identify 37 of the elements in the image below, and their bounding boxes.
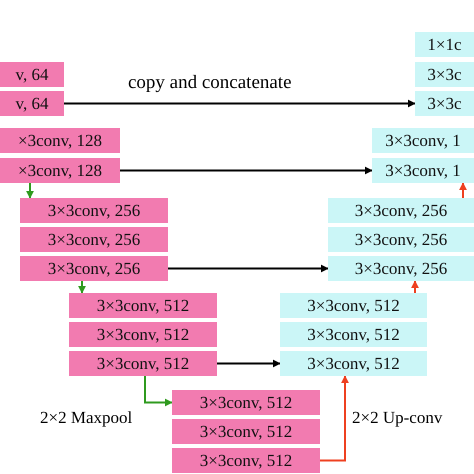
- arrow: [64, 100, 416, 108]
- encoder-layer-box: v, 64: [0, 62, 64, 87]
- edge-label: copy and concatenate: [128, 73, 292, 94]
- encoder-layer-box: 3×3conv, 512: [69, 351, 217, 376]
- decoder-layer-box: 3×3conv, 512: [280, 322, 427, 347]
- decoder-layer-box: 3×3conv, 512: [280, 351, 427, 376]
- decoder-layer-box: 3×3conv, 1: [372, 158, 474, 183]
- operation-label: 2×2 Maxpool: [40, 409, 132, 428]
- encoder-layer-box: v, 64: [0, 91, 64, 116]
- decoder-layer-box: 3×3conv, 256: [328, 227, 474, 252]
- decoder-layer-box: 3×3c: [415, 91, 474, 116]
- decoder-layer-box: 3×3conv, 512: [280, 293, 427, 318]
- arrow: [144, 376, 173, 406]
- encoder-layer-box: 3×3conv, 512: [172, 390, 320, 415]
- decoder-layer-box: 1×1c: [415, 32, 474, 57]
- arrow: [411, 280, 419, 293]
- arrow: [217, 360, 281, 368]
- arrow: [459, 182, 467, 198]
- encoder-layer-box: 3×3conv, 512: [69, 322, 217, 347]
- encoder-layer-box: 3×3conv, 256: [20, 256, 168, 281]
- encoder-layer-box: 3×3conv, 512: [172, 448, 320, 473]
- encoder-layer-box: 3×3conv, 256: [20, 198, 168, 223]
- arrow: [320, 375, 349, 462]
- encoder-layer-box: 3×3conv, 512: [172, 419, 320, 444]
- arrow: [168, 264, 329, 272]
- arrow: [120, 166, 373, 174]
- operation-label: 2×2 Up-conv: [352, 409, 442, 428]
- encoder-layer-box: ×3conv, 128: [0, 158, 120, 183]
- arrow: [78, 281, 86, 294]
- encoder-layer-box: 3×3conv, 512: [69, 293, 217, 318]
- decoder-layer-box: 3×3conv, 256: [328, 256, 474, 281]
- decoder-layer-box: 3×3c: [415, 62, 474, 87]
- arrow: [26, 183, 34, 199]
- encoder-layer-box: 3×3conv, 256: [20, 227, 168, 252]
- decoder-layer-box: 3×3conv, 256: [328, 198, 474, 223]
- encoder-layer-box: ×3conv, 128: [0, 128, 120, 153]
- decoder-layer-box: 3×3conv, 1: [372, 128, 474, 153]
